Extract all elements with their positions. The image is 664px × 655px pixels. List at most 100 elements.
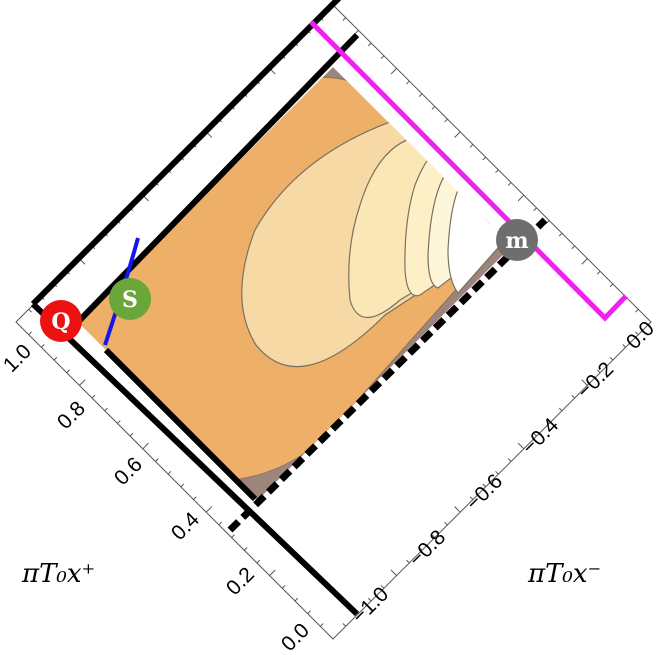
tick-mark xyxy=(205,506,213,513)
tick-mark xyxy=(104,407,108,412)
tick-mark xyxy=(444,118,448,123)
tick-mark xyxy=(342,623,347,627)
tick-mark xyxy=(406,80,410,85)
tick-mark xyxy=(231,534,235,538)
tick-mark xyxy=(193,496,197,500)
tick-mark xyxy=(495,470,499,475)
tick-mark xyxy=(469,144,474,148)
x-plus-axis-label: πT₀x⁺ xyxy=(21,559,95,589)
x-plus-tick: 0.6 xyxy=(110,453,147,490)
tick-mark xyxy=(454,506,461,513)
svg-text:S: S xyxy=(122,287,138,313)
tick-mark xyxy=(269,569,276,576)
x-minus-tick: −0.4 xyxy=(518,413,564,459)
tick-mark xyxy=(180,483,185,488)
x-minus-axis-label: πT₀x⁻ xyxy=(527,559,601,589)
tick-mark xyxy=(53,356,58,361)
tick-mark xyxy=(558,232,563,237)
tick-mark xyxy=(66,369,70,374)
tick-mark xyxy=(380,585,385,589)
tick-mark xyxy=(218,521,223,526)
tick-mark xyxy=(444,521,448,526)
tick-mark xyxy=(431,106,436,110)
tick-mark xyxy=(558,407,563,412)
tick-mark xyxy=(243,547,248,551)
marker-m: m xyxy=(496,219,538,261)
tick-mark xyxy=(581,379,588,386)
contour-5 xyxy=(447,182,506,294)
x-plus-tick: 0.4 xyxy=(167,508,204,545)
tick-mark xyxy=(517,442,525,450)
tick-mark xyxy=(469,496,474,500)
tick-mark xyxy=(256,559,261,564)
tick-mark xyxy=(418,547,423,551)
boundary-bottom-cut xyxy=(103,347,258,502)
x-minus-tick: −1.0 xyxy=(348,583,394,629)
boundary-dashed xyxy=(227,217,548,533)
tick-mark xyxy=(596,369,601,374)
tick-mark xyxy=(431,534,436,538)
tick-mark xyxy=(482,483,486,488)
tick-mark xyxy=(507,458,512,462)
tick-mark xyxy=(142,442,149,450)
tick-mark xyxy=(609,356,614,361)
tick-mark xyxy=(596,270,601,275)
x-minus-tick: −0.8 xyxy=(405,526,451,572)
tick-mark xyxy=(581,258,588,265)
tick-mark xyxy=(294,597,299,602)
x-minus-tick: −0.6 xyxy=(462,470,508,516)
tick-mark xyxy=(380,55,385,59)
tick-mark xyxy=(91,394,96,399)
tick-mark xyxy=(117,420,121,424)
tick-mark xyxy=(41,344,45,348)
x-plus-tick: 1.0 xyxy=(0,340,36,377)
tick-mark xyxy=(609,283,614,288)
tick-mark xyxy=(390,68,397,75)
tick-mark xyxy=(155,458,159,462)
x-minus-tick: −0.2 xyxy=(573,358,619,404)
tick-mark xyxy=(355,30,359,34)
tick-mark xyxy=(307,610,311,614)
magenta-boundary xyxy=(309,20,628,322)
tick-mark xyxy=(390,569,397,576)
tick-mark xyxy=(482,156,486,161)
boundary-upper-left-ext xyxy=(75,32,360,325)
tick-mark xyxy=(635,308,639,313)
tick-mark xyxy=(129,432,134,437)
x-plus-tick: 0.0 xyxy=(277,619,314,655)
tick-mark xyxy=(28,308,32,313)
tick-mark xyxy=(79,379,86,386)
tick-mark xyxy=(418,93,423,97)
tick-mark xyxy=(367,42,372,47)
tick-mark xyxy=(319,623,324,627)
tick-mark xyxy=(571,245,576,250)
tick-mark xyxy=(517,194,525,202)
marker-Q: Q xyxy=(40,300,82,342)
tick-mark xyxy=(454,131,461,138)
tick-mark xyxy=(622,344,626,348)
x-plus-tick: 0.2 xyxy=(222,563,259,600)
tick-mark xyxy=(495,169,499,174)
marker-S: S xyxy=(109,278,151,320)
tick-mark xyxy=(533,207,537,212)
tick-mark xyxy=(571,394,576,399)
tick-mark xyxy=(507,182,512,186)
boundary-lower-left xyxy=(30,301,360,617)
shaded-region xyxy=(78,67,512,501)
tick-mark xyxy=(28,331,32,336)
x-plus-tick: 0.8 xyxy=(53,397,90,434)
svg-text:Q: Q xyxy=(51,309,70,335)
tick-mark xyxy=(546,420,550,424)
tick-mark xyxy=(342,17,347,21)
tick-mark xyxy=(533,432,537,437)
tick-mark xyxy=(635,331,639,336)
tick-mark xyxy=(367,597,372,602)
tick-mark xyxy=(281,585,286,589)
x-minus-tick: 0.0 xyxy=(622,317,659,354)
svg-text:m: m xyxy=(505,228,528,254)
boundary-upper-left xyxy=(30,0,342,307)
tick-mark xyxy=(406,559,410,564)
tick-mark xyxy=(167,470,172,475)
